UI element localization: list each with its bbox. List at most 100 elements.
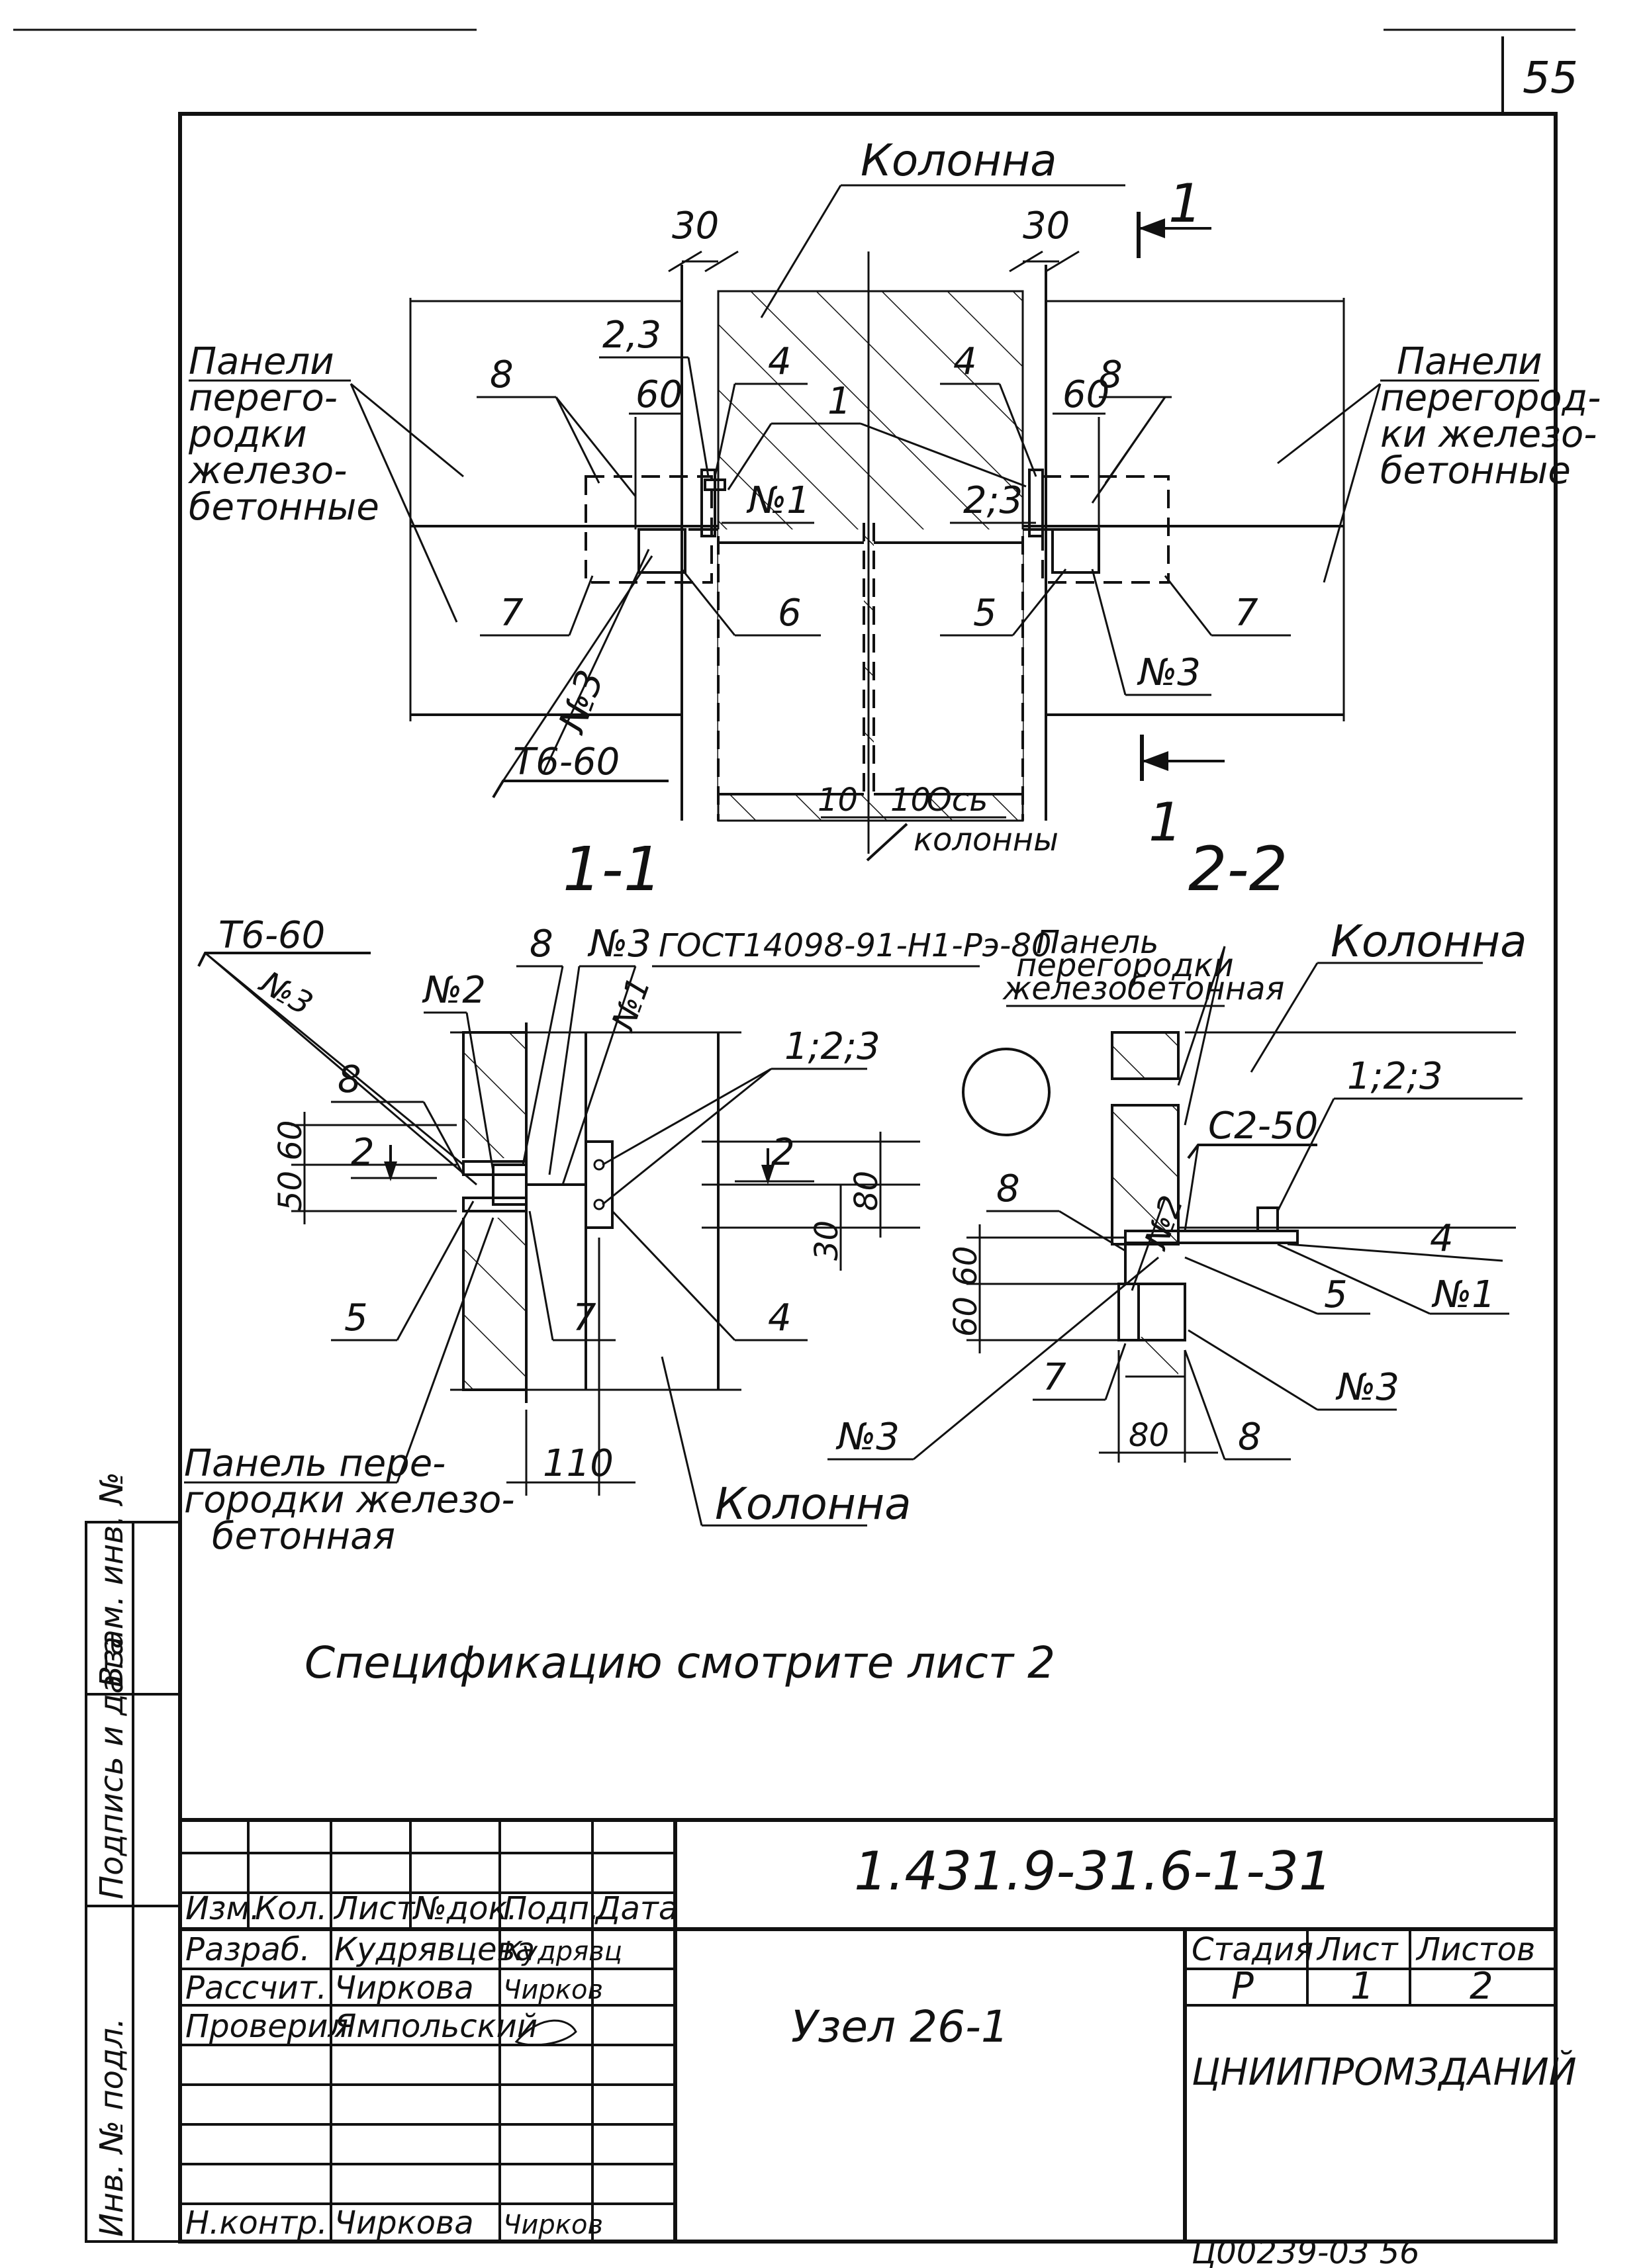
panel-label-22: Панель перегородки железобетонная [1002,924,1284,1007]
callout-8b-22: 8 [1238,1416,1262,1459]
callout-1: 1 [827,380,851,423]
signature-scribble [514,2019,577,2046]
node-name: Узел 26-1 [791,2001,1009,2052]
stamp-vzam-inv: Взам. инв. № [93,1472,130,1688]
hdr-podp: Подп. [503,1890,599,1927]
hdr-stage: Стадия [1192,1931,1313,1968]
section-1-1-title: 1-1 [563,834,662,905]
page-number: 55 [1523,52,1578,103]
hdr-list: Лист [333,1890,416,1927]
callout-4-right: 4 [953,340,977,383]
callout-n3-b: №3 [587,923,651,966]
dim-10-left: 10 [818,782,858,819]
section-2-2-title: 2-2 [1188,834,1288,905]
callout-7-right: 7 [1235,592,1258,635]
sheet-header: 55 [13,28,1578,116]
dim-60-left: 60 [635,373,682,416]
callout-5: 5 [344,1296,368,1339]
role-razrab: Разраб. [185,1931,310,1968]
drawing-frame [178,112,1558,2244]
hdr-data: Дата [594,1890,678,1927]
weld-c2-50: С2-50 [1208,1105,1318,1148]
callout-n1-22: №1 [1431,1273,1495,1316]
hdr-sheets: Листов [1415,1931,1535,1968]
callout-n3-right: №3 [1137,651,1201,694]
name-proveril: Ямпольский [334,2008,538,2045]
panel-label-11: Панель пере- городки железо- бетонная [184,1442,526,1558]
axis-label: Ось колонны [914,782,1058,858]
callout-5: 5 [973,592,997,635]
dim-110: 110 [543,1442,614,1485]
weld-t6-60-left: Т6-60 [218,914,325,957]
stamp-signature-date: Подпись и дата [93,1636,130,1899]
dim-2-right: 2 [771,1131,795,1174]
name-razrab: Кудрявцева [334,1931,535,1968]
hdr-ndok: №док. [412,1890,518,1927]
panel-label-right: Панели перегород- ки железо- бетонные [1380,340,1613,492]
column-label-11: Колонна [715,1478,912,1529]
callout-n1-top: №1 [746,479,810,522]
section-1-1: 1-1 50 60 2 80 30 [184,834,1051,1558]
callout-1-2-3-22: 1;2;3 [1347,1055,1443,1098]
callout-n3-a: №3 [252,963,318,1022]
spec-note: Спецификацию смотрите лист 2 [305,1637,1055,1688]
dim-2-left: 2 [351,1131,375,1174]
sign-rasschit: Чирков [503,1975,603,2005]
dim-60-60: 60 60 [947,1246,984,1337]
callout-8-right: 8 [1099,353,1123,396]
sheets-value: 2 [1470,1965,1493,2008]
bottom-note: Ц00239-03 56 [1192,2234,1420,2268]
panel-label-left: Панели перего- родки железо- бетонные [187,340,379,529]
callout-n3-22-left: №3 [835,1416,900,1459]
callout-4: 4 [768,1296,792,1339]
doc-code: 1.431.9-31.6-1-31 [854,1840,1333,1902]
title-block: 1.431.9-31.6-1-31 Изм. Кол. Лист №док. П… [180,1818,1577,2242]
fastener-circle [962,1048,1051,1136]
callout-8-22: 8 [996,1167,1020,1210]
callout-n3-left: №3 [550,664,612,739]
callout-7: 7 [573,1296,596,1339]
organization: ЦНИИПРОМЗДАНИЙ [1192,2051,1577,2094]
column-label: Колонна [861,135,1057,186]
section-mark-top: 1 [1168,173,1202,234]
callout-4-22: 4 [1430,1217,1454,1260]
stage-value: Р [1231,1965,1254,2008]
gost-label: ГОСТ14098-91-Н1-Рэ-80 [659,927,1051,964]
stamp-inv-podl: Инв. № подл. [93,2018,130,2237]
callout-1-2-3: 1;2;3 [784,1025,880,1068]
hdr-kol: Кол. [255,1890,327,1927]
hdr-izm: Изм. [185,1890,260,1927]
callout-8-a: 8 [530,923,553,966]
dim-80: 80 [848,1171,885,1211]
dim-80-22: 80 [1129,1417,1169,1454]
dim-50-60: 50 60 [272,1120,309,1211]
name-rasschit: Чиркова [334,1970,474,2007]
sign-nkontr: Чирков [503,2210,603,2240]
hdr-sheet: Лист [1316,1931,1399,1968]
callout-8-left: 8 [490,353,514,396]
role-nkontr: Н.контр. [185,2204,328,2242]
sheet-value: 1 [1350,1965,1374,2008]
dim-30-right: 30 [1023,204,1070,248]
callout-n3-22-right: №3 [1335,1366,1399,1409]
callout-2-3-right: 2;3 [963,479,1023,522]
weld-t6-60-top: Т6-60 [513,741,620,784]
callout-6: 6 [778,592,802,635]
callout-5-22: 5 [1324,1273,1348,1316]
dim-30: 30 [808,1220,845,1261]
dim-10-right: 10 [890,782,931,819]
callout-4-left: 4 [768,340,792,383]
callout-n2: №2 [422,969,486,1012]
callout-7-left: 7 [500,592,524,635]
role-proveril: Проверил [185,2008,348,2045]
sign-razrab: Кудрявц [503,1936,622,1967]
callout-2-3-top: 2,3 [602,314,661,357]
side-stamp: Инв. № подл. Подпись и дата Взам. инв. № [85,1472,181,2243]
dim-60-right: 60 [1062,373,1109,416]
section-2-2: 2-2 Панель перегородки железобетонная Ко… [827,834,1527,1463]
top-plan-view: 30 30 60 60 Колонна 1 1 Панели перего- р… [187,135,1613,862]
name-nkontr: Чиркова [334,2204,474,2242]
section-mark-bottom: 1 [1149,792,1182,853]
callout-7-22: 7 [1043,1356,1066,1399]
